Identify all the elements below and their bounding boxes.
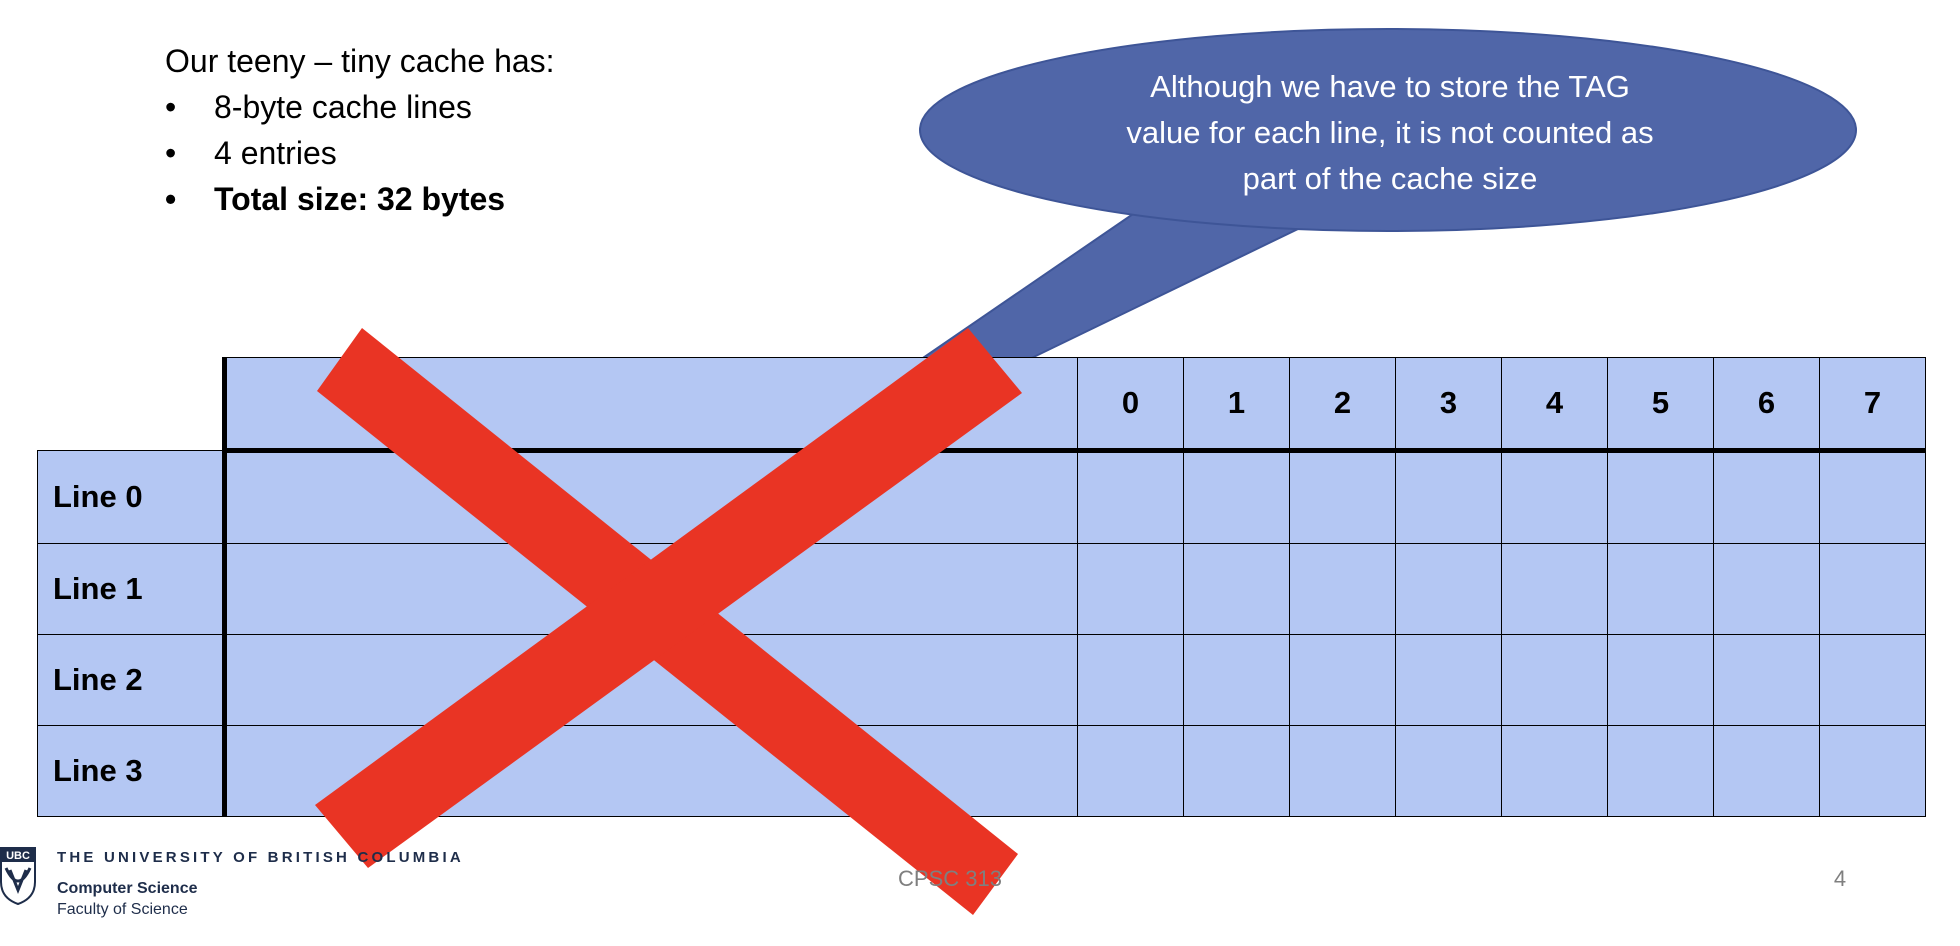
intro-heading: Our teeny – tiny cache has: xyxy=(165,43,555,79)
table-row: Line 3 xyxy=(37,725,1926,817)
byte-cell xyxy=(1183,725,1290,817)
byte-cell xyxy=(1607,725,1714,817)
callout-ellipse xyxy=(919,28,1857,232)
callout-line-1: Although we have to store the TAG xyxy=(1150,69,1630,104)
byte-cell xyxy=(1289,634,1396,726)
tag-cell xyxy=(222,543,1078,635)
byte-cell xyxy=(1077,725,1184,817)
row-label-line-3: Line 3 xyxy=(37,725,225,817)
byte-cell xyxy=(1607,543,1714,635)
row-label-line-1: Line 1 xyxy=(37,543,225,635)
byte-cell xyxy=(1395,543,1502,635)
byte-cell xyxy=(1819,725,1926,817)
row-label-line-0: Line 0 xyxy=(37,450,225,544)
row-label-line-2: Line 2 xyxy=(37,634,225,726)
tag-cell xyxy=(222,725,1078,817)
byte-header-4: 4 xyxy=(1501,357,1608,453)
byte-header-2: 2 xyxy=(1289,357,1396,453)
byte-cell xyxy=(1607,450,1714,544)
byte-cell xyxy=(1819,543,1926,635)
callout-line-2: value for each line, it is not counted a… xyxy=(1126,115,1654,150)
byte-cell xyxy=(1501,725,1608,817)
university-name: THE UNIVERSITY OF BRITISH COLUMBIA xyxy=(57,849,464,866)
byte-cell xyxy=(1289,725,1396,817)
ubc-logo-text: UBC xyxy=(6,850,30,862)
byte-cell xyxy=(1501,543,1608,635)
byte-cell xyxy=(1501,450,1608,544)
intro-block: Our teeny – tiny cache has: 8-byte cache… xyxy=(165,38,555,222)
byte-cell xyxy=(1183,543,1290,635)
byte-cell xyxy=(1713,634,1820,726)
byte-header-7: 7 xyxy=(1819,357,1926,453)
byte-cell xyxy=(1819,634,1926,726)
table-row: Line 0 xyxy=(37,450,1926,544)
callout-text: Although we have to store the TAG value … xyxy=(1040,64,1740,202)
byte-cell xyxy=(1607,634,1714,726)
table-corner xyxy=(37,357,225,451)
byte-header-0: 0 xyxy=(1077,357,1184,453)
byte-cell xyxy=(1713,725,1820,817)
course-code: CPSC 313 xyxy=(898,866,1002,891)
byte-cell xyxy=(1289,450,1396,544)
byte-cell xyxy=(1289,543,1396,635)
bullet-line-size: 8-byte cache lines xyxy=(165,84,555,130)
byte-header-6: 6 xyxy=(1713,357,1820,453)
byte-cell xyxy=(1819,450,1926,544)
tag-cell xyxy=(222,634,1078,726)
byte-cell xyxy=(1077,450,1184,544)
callout-line-3: part of the cache size xyxy=(1242,161,1538,196)
bullet-entries: 4 entries xyxy=(165,130,555,176)
ubc-shield-icon: UBC xyxy=(0,847,36,906)
byte-cell xyxy=(1395,725,1502,817)
byte-header-1: 1 xyxy=(1183,357,1290,453)
intro-bullet-list: 8-byte cache lines 4 entries Total size:… xyxy=(165,84,555,222)
table-row: Line 2 xyxy=(37,634,1926,726)
byte-cell xyxy=(1077,543,1184,635)
byte-cell xyxy=(1183,634,1290,726)
byte-cell xyxy=(1077,634,1184,726)
bullet-total-size: Total size: 32 bytes xyxy=(165,176,555,222)
page-number: 4 xyxy=(1833,866,1847,891)
byte-cell xyxy=(1501,634,1608,726)
byte-cell xyxy=(1395,450,1502,544)
tag-cell xyxy=(222,450,1078,544)
byte-header-3: 3 xyxy=(1395,357,1502,453)
byte-cell xyxy=(1183,450,1290,544)
department-name: Computer Science xyxy=(57,880,198,897)
byte-cell xyxy=(1713,543,1820,635)
table-row: Line 1 xyxy=(37,543,1926,635)
byte-cell xyxy=(1395,634,1502,726)
faculty-name: Faculty of Science xyxy=(57,901,188,918)
table-header-row: 0 1 2 3 4 5 6 7 xyxy=(37,357,1926,453)
tag-header-cell xyxy=(222,357,1078,453)
byte-cell xyxy=(1713,450,1820,544)
cache-table: 0 1 2 3 4 5 6 7 Line 0 Line 1 Line 2 Lin… xyxy=(37,357,1926,817)
byte-header-5: 5 xyxy=(1607,357,1714,453)
